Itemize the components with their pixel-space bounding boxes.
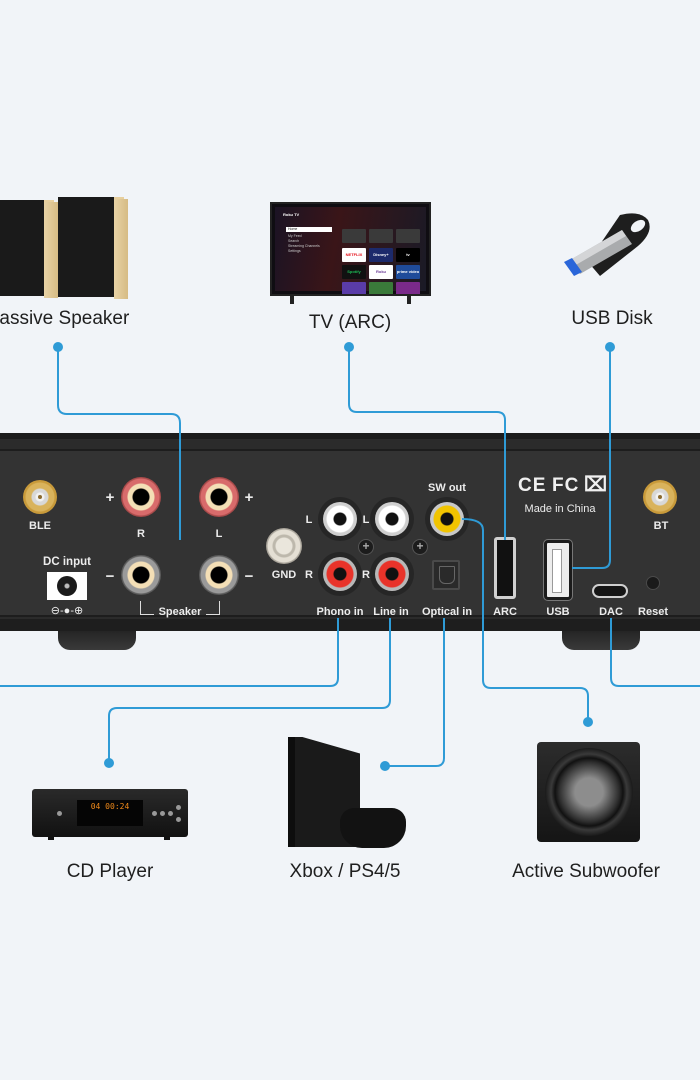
line-r-label: R: [362, 569, 370, 581]
speaker-bracket-right: [206, 601, 220, 615]
dc-polarity-icon: ⊖-●-⊕: [50, 605, 84, 617]
cd-display: 04 00:24: [77, 800, 143, 826]
optical-in-label: Optical in: [421, 606, 473, 618]
arc-label: ARC: [493, 606, 517, 618]
tv-tile-app: Disney+: [369, 248, 393, 262]
subwoofer-image: [537, 742, 640, 842]
screw-icon: +: [358, 539, 374, 555]
usb-disk-image: [564, 213, 650, 276]
speaker-group-label: Speaker: [158, 606, 202, 618]
weee-bin-icon: ⌧: [584, 474, 609, 496]
subwoofer-label: Active Subwoofer: [512, 861, 660, 882]
line-in-label: Line in: [373, 606, 409, 618]
phono-l-label: L: [305, 514, 313, 526]
tv-tile-app: [369, 282, 393, 294]
speaker-l-minus-sign: −: [244, 568, 254, 585]
speaker-r-label: R: [137, 528, 145, 540]
tv-menu-highlight: [286, 227, 332, 232]
console-label: Xbox / PS4/5: [289, 861, 401, 882]
tv-leg: [290, 296, 294, 304]
left-speaker-image: [0, 200, 58, 298]
speaker-l-negative-terminal[interactable]: [199, 555, 239, 595]
cd-foot: [48, 837, 54, 840]
tv-menu-item: Search: [288, 239, 300, 243]
subwoofer-out-jack[interactable]: [430, 502, 464, 536]
gnd-label: GND: [271, 569, 297, 581]
subwoofer-cone: [545, 748, 633, 836]
reset-label: Reset: [638, 606, 668, 618]
bt-antenna-connector[interactable]: [643, 480, 677, 514]
reset-button[interactable]: [646, 576, 660, 590]
cd-button: [152, 811, 157, 816]
dc-input-label: DC input: [43, 556, 91, 568]
cd-button: [57, 811, 62, 816]
optical-in-port[interactable]: [432, 560, 460, 590]
tv-tile-app: NETFLIX: [342, 248, 366, 262]
tv-tile-app: Spotify: [342, 265, 366, 279]
speaker-r-plus-sign: +: [105, 489, 115, 506]
cd-button: [168, 811, 173, 816]
game-controller-image: [340, 808, 406, 848]
usb-disk-label: USB Disk: [571, 308, 653, 329]
phono-in-label: Phono in: [316, 606, 364, 618]
phono-r-label: R: [305, 569, 313, 581]
cd-player-label: CD Player: [66, 861, 154, 882]
usb-label: USB: [546, 606, 570, 618]
right-speaker-image: [58, 197, 128, 299]
ble-antenna-connector[interactable]: [23, 480, 57, 514]
dac-label: DAC: [599, 606, 623, 618]
cd-button: [176, 817, 181, 822]
speaker-l-label: L: [215, 528, 223, 540]
speaker-r-minus-sign: −: [105, 568, 115, 585]
tv-tile-app: [396, 282, 420, 294]
usb-c-dac-port[interactable]: [592, 584, 628, 598]
tv-label: TV (ARC): [308, 312, 392, 333]
screw-icon: +: [412, 539, 428, 555]
speaker-l-positive-terminal[interactable]: [199, 477, 239, 517]
cd-button: [160, 811, 165, 816]
tv-menu-item: My Feed: [288, 234, 302, 238]
tv-menu-item: Home: [288, 227, 298, 231]
bt-label: BT: [653, 520, 669, 532]
line-l-label: L: [362, 514, 370, 526]
ble-label: BLE: [29, 520, 51, 532]
tv-tile-input: [396, 229, 420, 243]
speaker-r-negative-terminal[interactable]: [121, 555, 161, 595]
cd-player-image: 04 00:24: [32, 789, 188, 837]
phono-in-right-jack[interactable]: [323, 557, 357, 591]
speaker-bracket-left: [140, 601, 154, 615]
phono-in-left-jack[interactable]: [323, 502, 357, 536]
cd-button: [176, 805, 181, 810]
tv-tile-app: prime video: [396, 265, 420, 279]
line-in-right-jack[interactable]: [375, 557, 409, 591]
hdmi-arc-port[interactable]: [494, 537, 516, 599]
line-in-left-jack[interactable]: [375, 502, 409, 536]
tv-tile-app: tv: [396, 248, 420, 262]
tv-menu-item: Settings: [288, 249, 301, 253]
speaker-l-plus-sign: +: [244, 489, 254, 506]
passive-speaker-label: Passive Speaker: [0, 308, 130, 329]
dc-input-jack[interactable]: [47, 572, 87, 600]
tv-tile-app: [342, 282, 366, 294]
ce-mark-icon: CE: [518, 475, 547, 496]
usb-a-port[interactable]: [544, 540, 572, 600]
tv-menu-item: Streaming Channels: [288, 244, 320, 248]
cd-foot: [164, 837, 170, 840]
tv-screen: Roku TV Home My Feed Search Streaming Ch…: [275, 207, 426, 294]
made-in-label: Made in China: [524, 503, 596, 515]
tv-image: Roku TV Home My Feed Search Streaming Ch…: [270, 202, 431, 296]
tv-tile-input: [342, 229, 366, 243]
ground-terminal[interactable]: [266, 528, 302, 564]
tv-leg: [407, 296, 411, 304]
fcc-mark-icon: FC: [552, 475, 580, 496]
speaker-r-positive-terminal[interactable]: [121, 477, 161, 517]
tv-tile-input: [369, 229, 393, 243]
tv-brand: Roku TV: [283, 212, 300, 217]
sw-out-label: SW out: [428, 482, 466, 494]
